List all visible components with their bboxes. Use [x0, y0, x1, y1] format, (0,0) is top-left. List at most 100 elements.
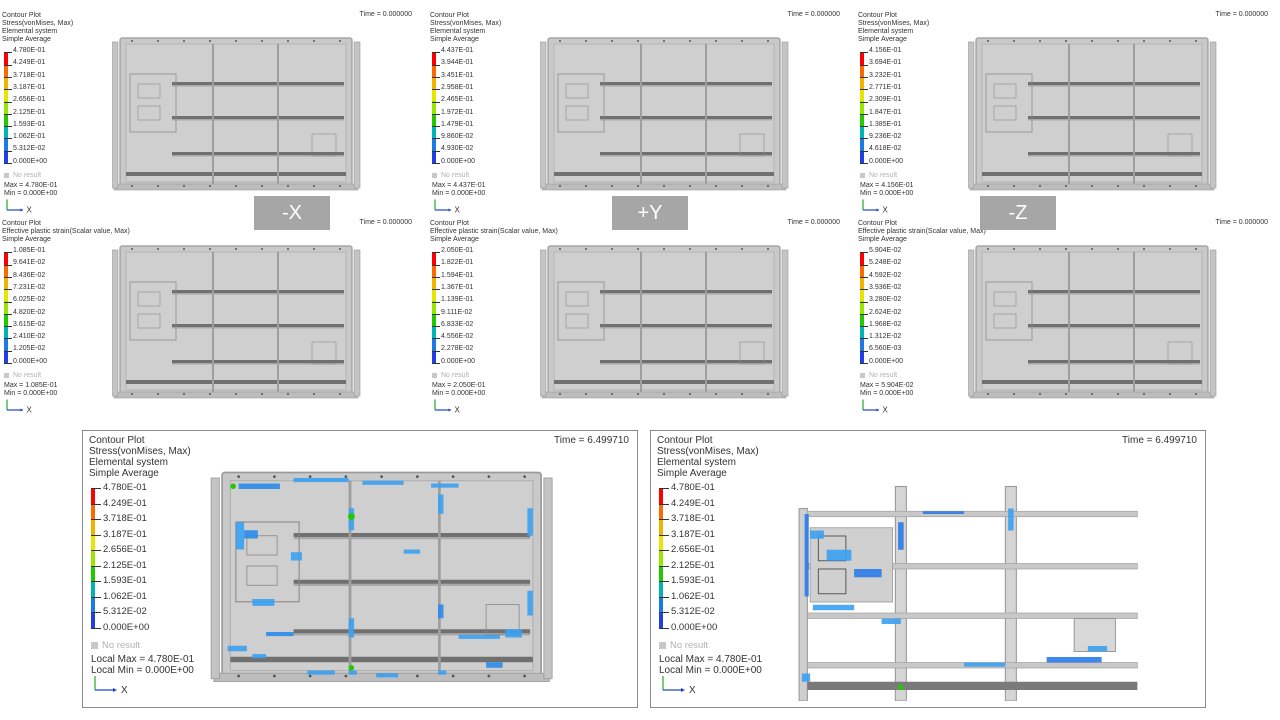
color-scale-bar — [860, 52, 864, 163]
no-result-label: No result — [13, 372, 42, 380]
axis-triad-icon: X — [6, 399, 33, 414]
color-band — [860, 101, 864, 114]
legend-tick — [860, 150, 868, 152]
legend-level-label: 4.780E-01 — [13, 47, 46, 54]
legend-tick — [860, 64, 868, 66]
color-band — [4, 76, 8, 90]
plot-header-line: Stress(vonMises, Max) — [89, 446, 191, 457]
color-band — [91, 612, 95, 628]
legend-tick — [4, 76, 12, 78]
color-band — [860, 301, 864, 314]
color-band — [4, 150, 8, 163]
legend-level-label: 2.958E-01 — [441, 83, 474, 91]
max-value-label: Max = 2.050E-01 — [432, 382, 486, 390]
legend-tick — [860, 126, 868, 128]
plot-header-line: Simple Average — [858, 36, 907, 43]
legend-level-label: 5.248E-02 — [869, 259, 902, 267]
color-band — [91, 550, 95, 566]
time-label: Time = 0.000000 — [787, 219, 840, 226]
legend-tick — [91, 612, 101, 614]
color-band — [4, 89, 8, 102]
color-scale-bar — [432, 252, 436, 363]
legend-level-label: 1.139E-01 — [441, 296, 474, 304]
color-band — [4, 276, 8, 290]
color-band — [4, 252, 8, 265]
legend-tick — [4, 113, 12, 115]
color-band — [432, 350, 436, 363]
axis-triad-icon: X — [94, 675, 128, 696]
legend-tick — [860, 52, 868, 54]
plot-header-line: Stress(vonMises, Max) — [430, 20, 502, 27]
plot-header-line: Simple Average — [858, 236, 907, 243]
color-band — [91, 488, 95, 504]
max-value-label: Max = 1.085E-01 — [4, 382, 58, 390]
legend-tick — [432, 363, 440, 364]
plot-header-line: Stress(vonMises, Max) — [2, 20, 74, 27]
legend-tick — [659, 581, 669, 583]
legend-tick — [4, 252, 12, 254]
color-band — [91, 534, 95, 551]
legend-tick — [659, 519, 669, 521]
legend-tick — [4, 101, 12, 103]
plot-header-line: Elemental system — [2, 28, 58, 35]
min-value-label: Min = 0.000E+00 — [860, 390, 914, 398]
color-band — [4, 313, 8, 327]
legend-tick — [432, 350, 440, 352]
no-result-label: No result — [441, 172, 470, 180]
no-result-swatch — [860, 372, 865, 378]
legend-tick — [4, 89, 12, 91]
legend-level-label: 2.125E-01 — [13, 108, 46, 116]
legend-level-label: 9.236E-02 — [869, 133, 902, 141]
legend-tick — [432, 252, 440, 254]
legend-level-label: 4.249E-01 — [103, 497, 147, 509]
color-band — [4, 101, 8, 114]
color-band — [432, 313, 436, 327]
legend-tick — [860, 138, 868, 140]
plot-header-line: Elemental system — [858, 28, 914, 35]
legend-level-label: 2.465E-01 — [441, 96, 474, 104]
color-band — [432, 101, 436, 114]
legend-level-label: 1.822E-01 — [441, 259, 474, 267]
max-value-label: Local Max = 4.780E-01 — [91, 653, 195, 665]
legend-level-label: 2.125E-01 — [671, 559, 715, 571]
legend-tick — [659, 488, 669, 490]
plot-header-line: Elemental system — [430, 28, 486, 35]
legend-tick — [4, 313, 12, 315]
plot-header-line: Stress(vonMises, Max) — [858, 20, 930, 27]
legend-tick — [860, 289, 868, 291]
no-result-swatch — [432, 172, 437, 178]
legend-level-label: 0.000E+00 — [103, 621, 150, 633]
legend-tick — [4, 276, 12, 278]
legend-tick — [432, 76, 440, 78]
no-result-entry: No result — [4, 172, 41, 179]
color-band — [91, 503, 95, 520]
legend-level-label: 4.930E-02 — [441, 145, 474, 153]
battery-tray-model — [112, 37, 361, 191]
min-value-label: Min = 0.000E+00 — [4, 190, 58, 198]
legend-tick — [432, 301, 440, 303]
time-label: Time = 0.000000 — [359, 219, 412, 226]
max-value-label: Max = 4.156E-01 — [860, 182, 914, 190]
legend-level-label: 0.000E+00 — [441, 357, 476, 365]
legend-tick — [432, 52, 440, 54]
legend-tick — [432, 89, 440, 91]
color-band — [860, 52, 864, 65]
legend-tick — [4, 150, 12, 152]
color-band — [91, 596, 95, 613]
legend-level-label: 3.694E-01 — [869, 59, 902, 67]
axis-x-label: X — [883, 405, 889, 414]
plot-header-line: Contour Plot — [858, 220, 897, 227]
color-band — [432, 113, 436, 127]
legend-tick — [91, 519, 101, 521]
legend-level-label: 0.000E+00 — [441, 157, 476, 165]
legend-level-label: 3.232E-01 — [869, 71, 902, 79]
color-band — [4, 113, 8, 127]
time-label: Time = 0.000000 — [1215, 219, 1268, 226]
legend-tick — [91, 488, 101, 490]
color-band — [860, 138, 864, 151]
min-value-label: Local Min = 0.000E+00 — [659, 664, 762, 676]
legend-tick — [4, 326, 12, 328]
